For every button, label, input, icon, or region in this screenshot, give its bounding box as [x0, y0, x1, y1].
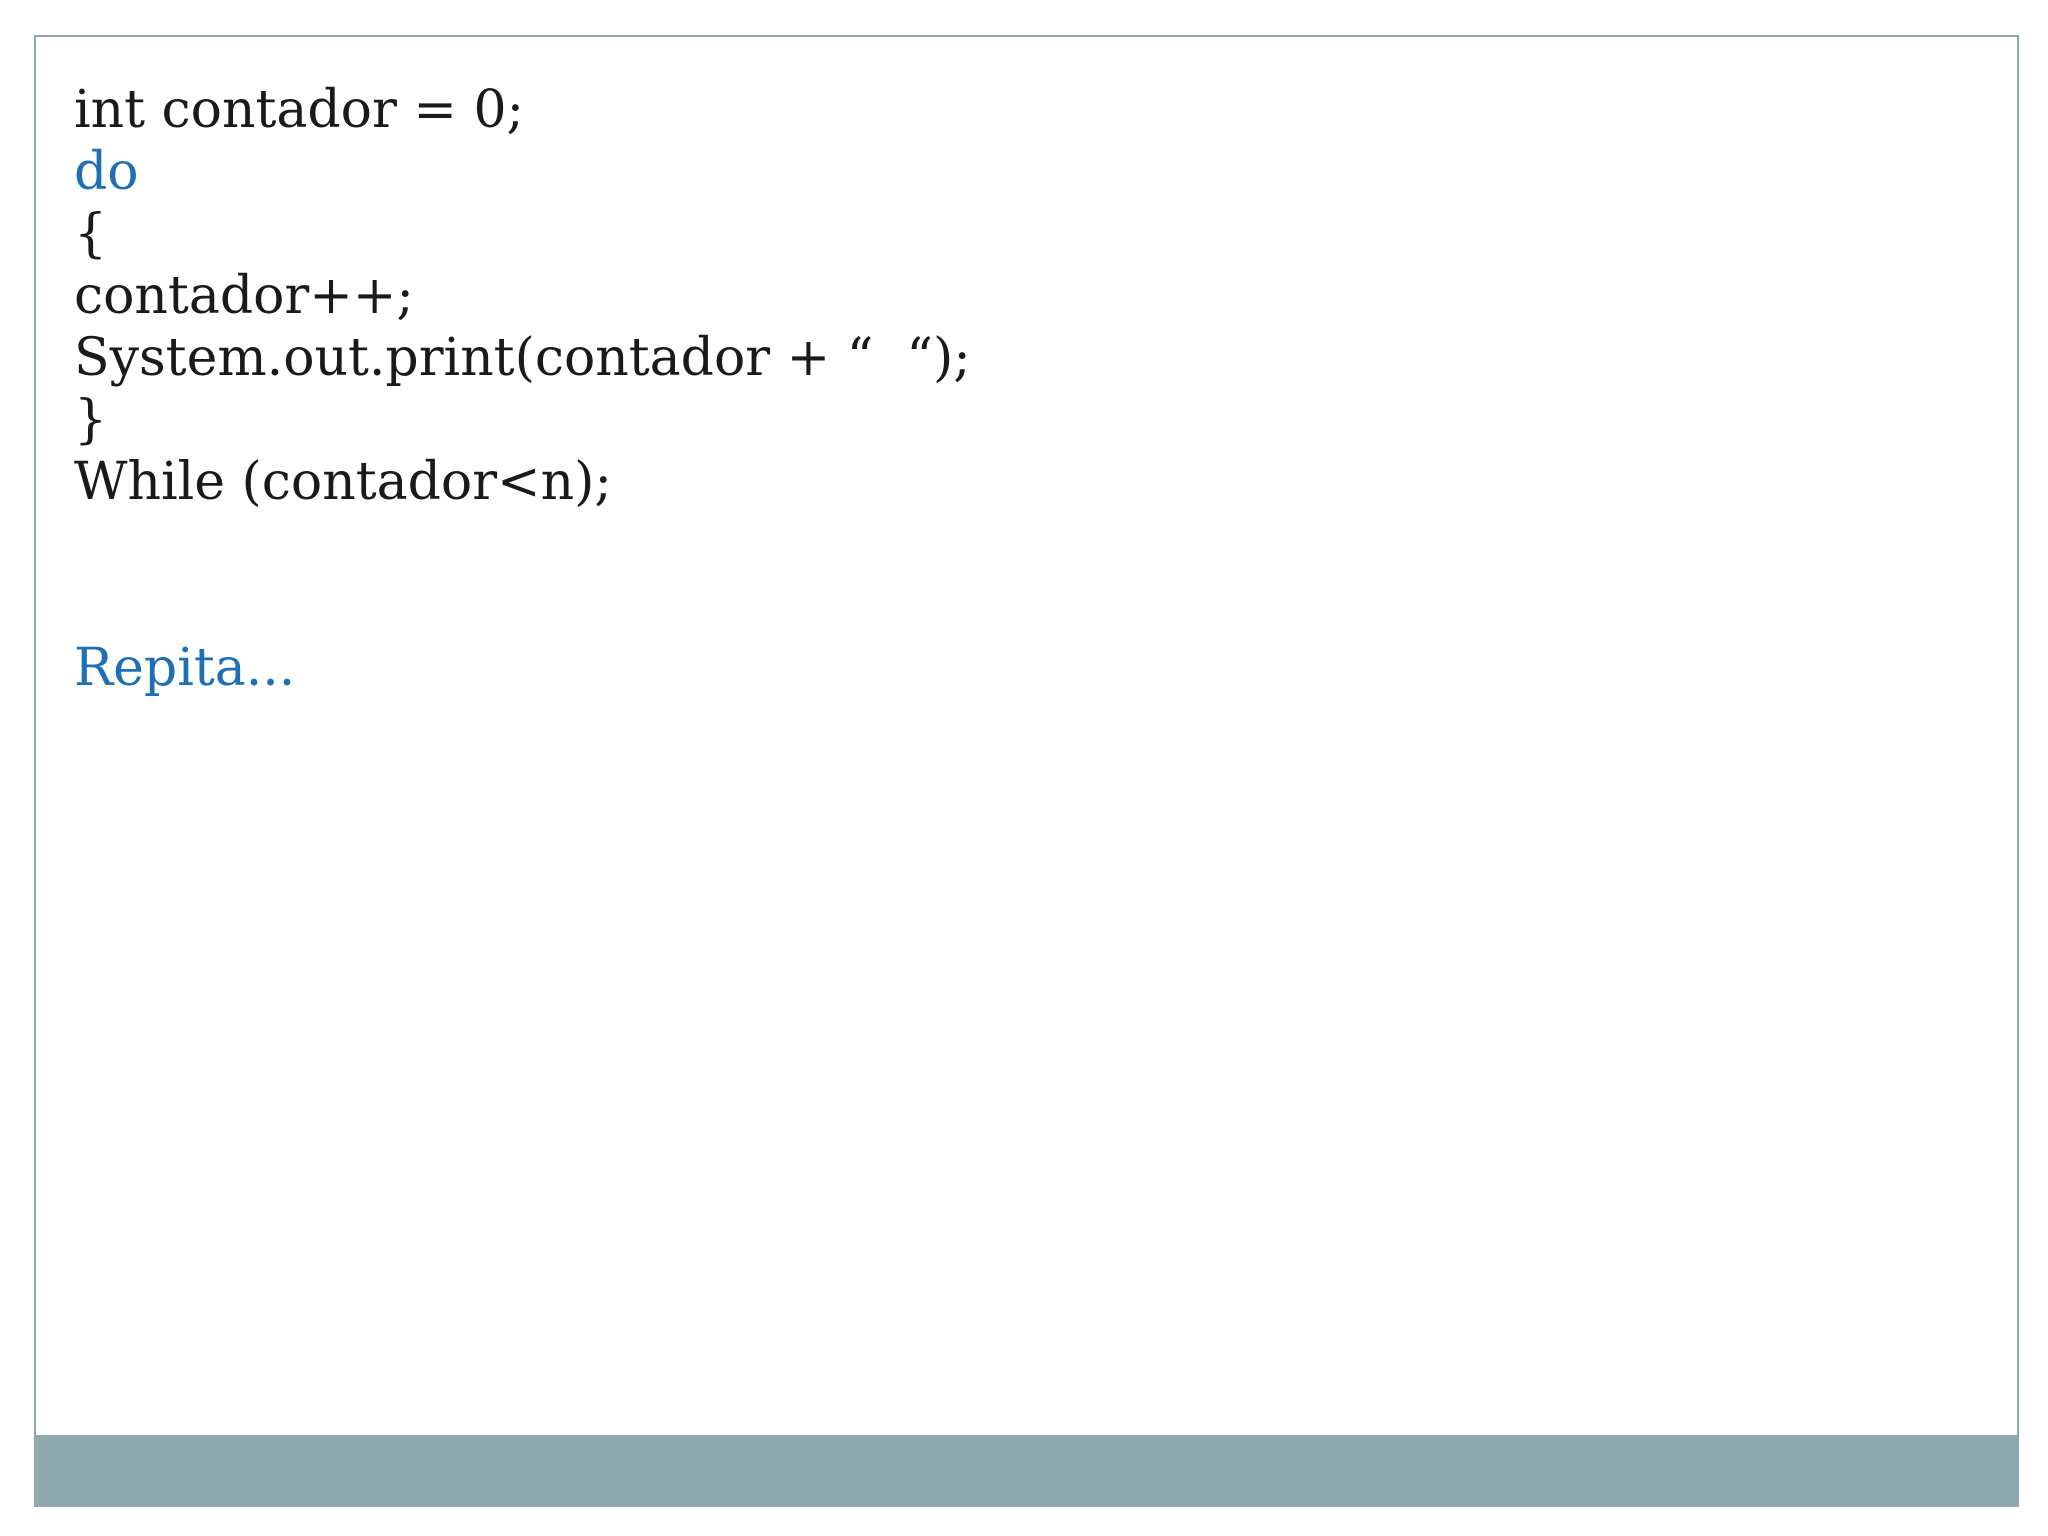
code-line-while-condition: While (contador<n);: [74, 452, 612, 512]
code-line-declaration: int contador = 0;: [74, 80, 525, 140]
code-line-open-brace: {: [74, 204, 108, 264]
repeat-note: Repita...: [74, 638, 296, 698]
code-line-close-brace: }: [74, 390, 108, 450]
code-line-do-keyword: do: [74, 142, 139, 202]
code-line-print: System.out.print(contador + “ “);: [74, 328, 971, 388]
spacer: [74, 513, 971, 637]
slide-content: int contador = 0; do { contador++; Syste…: [74, 79, 971, 699]
code-line-increment: contador++;: [74, 266, 414, 326]
slide-frame: int contador = 0; do { contador++; Syste…: [34, 35, 2019, 1507]
footer-bar: [36, 1435, 2017, 1505]
